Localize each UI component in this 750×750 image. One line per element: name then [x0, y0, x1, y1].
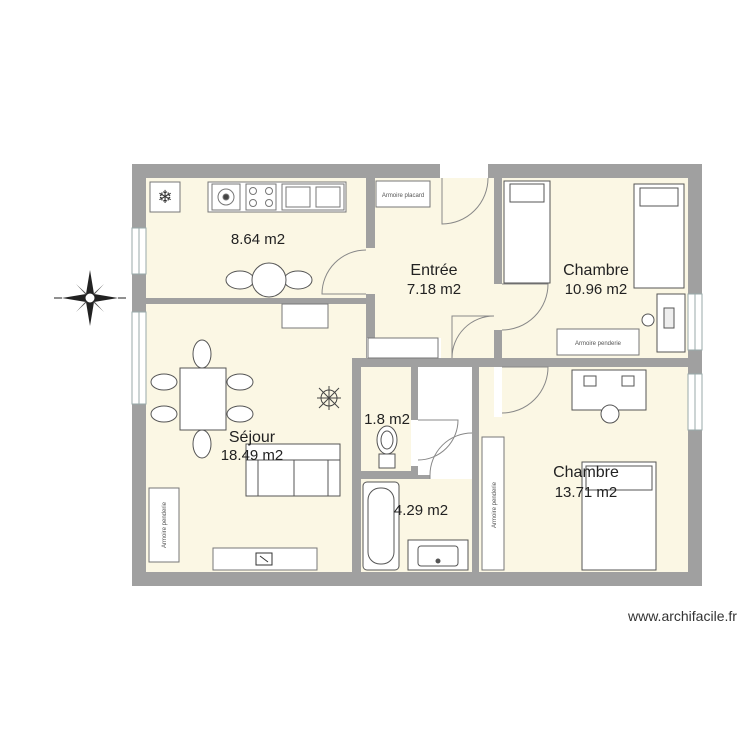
door-sejour-hall: [451, 315, 495, 359]
kitchen-table: [225, 262, 313, 298]
kitchen-counter: ❄: [149, 181, 347, 213]
chair: [192, 429, 212, 459]
chair: [192, 339, 212, 369]
chambre2-area: 13.71 m2: [555, 484, 618, 501]
door-entree-front: [441, 177, 489, 225]
chair: [150, 405, 178, 423]
kitchen-area: 8.64 m2: [231, 231, 285, 248]
entree-front-opening: [440, 164, 488, 178]
bathroom-area: 4.29 m2: [394, 502, 448, 519]
door-chambre2: [501, 366, 549, 414]
snowflake-icon: ❄: [157, 187, 172, 207]
bath-hall-opening: [430, 471, 472, 479]
kitchen-door-opening: [366, 248, 375, 294]
entree-cabinet-label: Armoire placard: [382, 193, 424, 199]
compass-icon: [54, 270, 126, 326]
watermark: www.archifacile.fr: [628, 608, 737, 624]
wc-area: 1.8 m2: [364, 411, 410, 428]
door-chambre1: [501, 283, 549, 331]
chair: [225, 270, 255, 290]
door-bath: [429, 432, 473, 479]
tv-stand: [212, 547, 318, 571]
sejour-extension-floor: [146, 298, 366, 358]
fridge: [149, 181, 181, 213]
sejour-cabinet: Armoire penderie: [148, 487, 180, 563]
sejour-cabinet-label: Armoire penderie: [162, 501, 168, 548]
chair: [226, 373, 254, 391]
dining-table: [179, 367, 227, 431]
wall-entree-chambre: [494, 178, 502, 358]
sejour-tv-unit: [281, 303, 329, 329]
wall-wc-bath: [361, 471, 418, 479]
washbasin: [407, 539, 469, 571]
wall-wc-hall: [411, 367, 418, 471]
door-kitchen: [321, 249, 367, 295]
round-table: [251, 262, 287, 298]
door-wc: [417, 419, 459, 461]
toilet: [376, 425, 398, 469]
entree-shelf: [367, 337, 439, 359]
plant-icon: [317, 386, 341, 410]
chambre1-desk: [641, 293, 686, 353]
chambre2-hall-opening: [494, 367, 502, 417]
wall-bath-chambre2: [472, 367, 479, 572]
chambre1-beds: [503, 180, 685, 289]
chair: [226, 405, 254, 423]
dining-set: [150, 339, 254, 459]
double-bed: [581, 461, 657, 571]
entree-name: Entrée: [410, 262, 457, 279]
entree-cabinet: Armoire placard: [375, 180, 431, 208]
wall-mid-horizontal: [352, 358, 688, 367]
chambre1-name: Chambre: [563, 262, 629, 279]
entree-chambre-opening: [494, 284, 502, 330]
windows: [131, 227, 703, 431]
chambre2-cabinet: Armoire penderie: [481, 436, 505, 571]
sejour-name: Séjour: [229, 429, 276, 446]
entree-floor: [375, 178, 494, 358]
chambre2-cabinet-label: Armoire penderie: [492, 481, 498, 528]
bathtub: [362, 481, 400, 571]
sejour-area: 18.49 m2: [221, 447, 284, 464]
chambre1-cabinet: Armoire penderie: [556, 328, 640, 356]
entree-area: 7.18 m2: [407, 281, 461, 298]
chair: [150, 373, 178, 391]
chambre2-name: Chambre: [553, 464, 619, 481]
chambre1-cabinet-label: Armoire penderie: [575, 341, 622, 347]
chambre1-area: 10.96 m2: [565, 281, 628, 298]
wall-sejour-wc: [352, 358, 361, 572]
sofa: [245, 443, 341, 497]
chair: [283, 270, 313, 290]
wc-hall-opening: [411, 420, 418, 466]
chambre2-desk: [571, 369, 647, 424]
wall-kitchen-sejour: [146, 298, 366, 304]
